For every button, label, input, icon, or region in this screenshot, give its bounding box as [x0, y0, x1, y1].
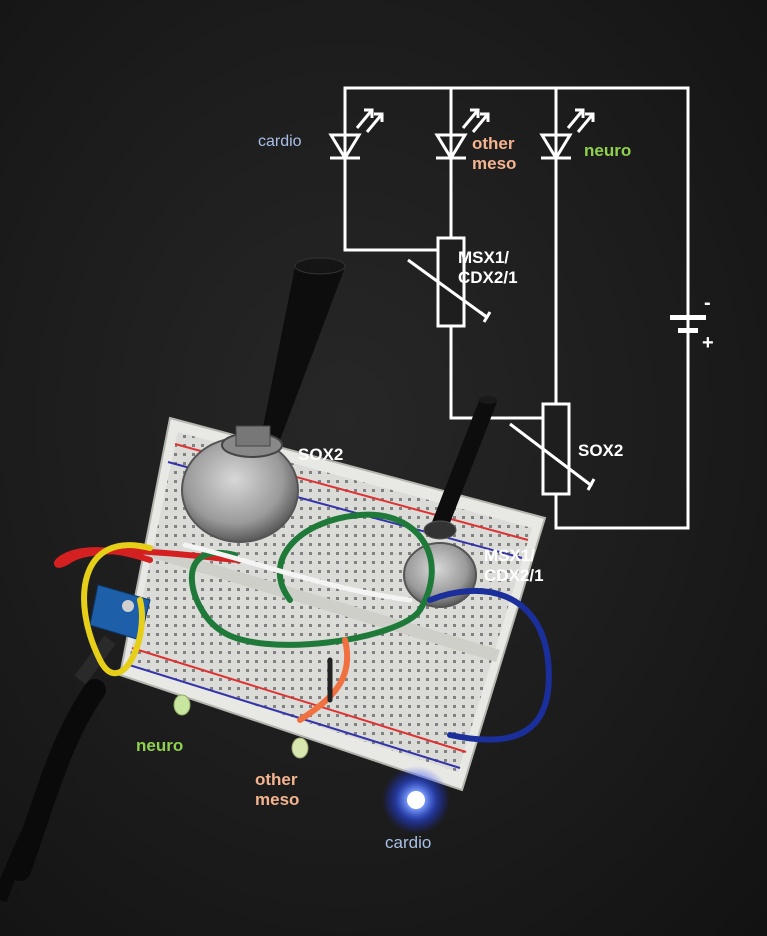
schematic-label-other-meso: other meso: [472, 134, 517, 174]
photo-label-other-meso: other meso: [255, 770, 300, 810]
led-symbol-cardio-icon: [328, 108, 384, 161]
led-other-meso-photo: [291, 737, 309, 759]
led-cardio-photo-glowing: [382, 766, 450, 834]
photo-label-msx1-knob: MSX1/ CDX2/1: [484, 546, 544, 586]
wire-yellow: [81, 542, 153, 677]
power-cable: [0, 635, 116, 903]
wire-white: [182, 542, 413, 603]
battery-minus-sign: -: [704, 292, 711, 314]
circuit-schematic: [343, 86, 690, 530]
jumper-wires: [53, 511, 552, 743]
battery-symbol-icon: [670, 315, 706, 333]
power-jack-module: [89, 584, 151, 641]
led-symbol-other-meso-icon: [434, 108, 490, 161]
wire-green: [188, 511, 435, 648]
photo-label-cardio: cardio: [385, 833, 432, 852]
photo-label-sox2-knob: SOX2: [298, 445, 344, 464]
schematic-label-msx1: MSX1/ CDX2/1: [458, 248, 518, 288]
battery-plus-sign: +: [702, 332, 714, 354]
wire-blue: [427, 587, 552, 743]
schematic-label-sox2: SOX2: [578, 441, 624, 460]
schematic-outer-wire: [343, 86, 690, 530]
sox2-potentiometer-knob: [181, 425, 299, 543]
variable-resistor-sox2-icon: [509, 402, 596, 496]
schematic-label-neuro: neuro: [584, 141, 632, 160]
led-neuro-photo: [173, 694, 191, 716]
led-symbol-neuro-icon: [539, 108, 595, 161]
photo-label-neuro: neuro: [136, 736, 184, 755]
wire-orange: [297, 637, 351, 723]
sox2-potentiometer-shaft: [262, 257, 346, 440]
msx1-potentiometer-shaft: [432, 396, 497, 528]
schematic-label-cardio: cardio: [258, 133, 302, 150]
variable-resistor-msx1-icon: [407, 236, 492, 328]
